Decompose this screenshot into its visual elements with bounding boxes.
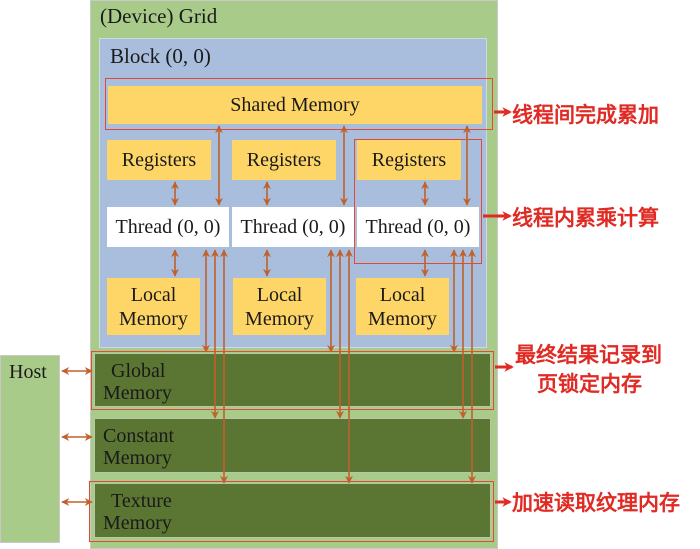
thread-0: Thread (0, 0) [107,207,229,247]
block-title: Block (0, 0) [110,44,211,68]
local-memory-line1: Local [256,283,303,306]
thread-label: Thread (0, 0) [365,215,471,238]
registers-2: Registers [357,140,461,180]
global-memory: Global Memory [94,353,491,407]
local-memory-0: Local Memory [107,278,200,335]
texture-memory: Texture Memory [94,483,491,538]
host: Host [0,355,60,543]
local-memory-line2: Memory [245,307,314,330]
grid-title: (Device) Grid [100,4,218,28]
local-memory-line2: Memory [368,307,437,330]
thread-label: Thread (0, 0) [115,215,221,238]
thread-highlight [354,139,482,264]
thread-label: Thread (0, 0) [240,215,346,238]
shared-memory: Shared Memory [108,86,482,124]
thread-2: Thread (0, 0) [357,207,479,247]
texture-memory-line2: Memory [103,512,172,534]
local-memory-line2: Memory [119,307,188,330]
constant-memory: Constant Memory [94,418,491,473]
registers-label: Registers [246,149,322,171]
local-memory-2: Local Memory [356,278,449,335]
local-memory-1: Local Memory [233,278,326,335]
local-memory-line1: Local [130,283,177,306]
annotation-global-line2: 页锁定内存 [537,372,642,396]
host-label: Host [9,361,47,383]
shared-memory-label: Shared Memory [230,94,360,116]
constant-memory-line1: Constant [103,425,175,447]
constant-memory-line2: Memory [103,447,172,469]
global-memory-line2: Memory [103,382,172,404]
shared-memory-highlight [105,78,493,130]
annotation-global-line1: 最终结果记录到 [515,343,662,367]
registers-0: Registers [107,140,211,180]
thread-1: Thread (0, 0) [232,207,354,247]
texture-memory-line1: Texture [111,490,172,512]
texture-memory-highlight [89,481,494,542]
local-memory-line1: Local [379,283,426,306]
global-memory-line1: Global [111,360,166,382]
registers-label: Registers [121,149,197,171]
registers-label: Registers [371,149,447,171]
annotation-thread: 线程内累乘计算 [512,206,659,230]
annotation-shared: 线程间完成累加 [512,103,659,127]
annotation-texture: 加速读取纹理内存 [512,491,680,515]
registers-1: Registers [232,140,336,180]
global-memory-highlight [91,351,494,410]
